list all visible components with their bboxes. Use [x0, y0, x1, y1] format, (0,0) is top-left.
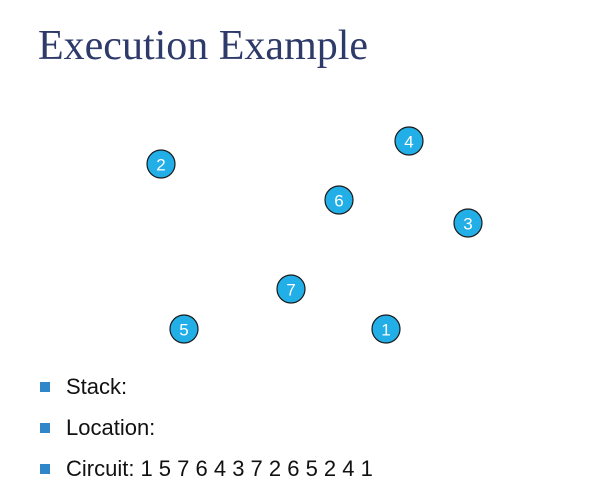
graph-node-label: 1: [381, 321, 390, 340]
graph-node-label: 5: [179, 321, 188, 340]
graph-node-4: 4: [394, 126, 424, 156]
bullet-label: Location:: [66, 414, 156, 440]
graph-node-label: 6: [334, 192, 343, 211]
graph-node-2: 2: [146, 149, 176, 179]
graph-node-7: 7: [276, 274, 306, 304]
bullet-label: Stack:: [66, 373, 128, 399]
graph-node-label: 4: [404, 133, 413, 152]
page-title: Execution Example: [38, 23, 369, 69]
graph-node-label: 2: [156, 156, 165, 175]
bullet-item-location: Location:: [40, 407, 373, 448]
square-bullet-icon: [40, 463, 50, 474]
graph-node-label: 7: [286, 281, 295, 300]
bullet-list: Stack: Location: Circuit: 1 5 7 6 4 3 7 …: [40, 366, 373, 489]
bullet-label: Circuit:: [66, 455, 135, 481]
graph-node-label: 3: [463, 215, 472, 234]
graph-node-6: 6: [324, 185, 354, 215]
square-bullet-icon: [40, 381, 50, 392]
square-bullet-icon: [40, 422, 50, 433]
graph-node-5: 5: [169, 314, 199, 344]
graph-node-1: 1: [371, 314, 401, 344]
bullet-value: 1 5 7 6 4 3 7 2 6 5 2 4 1: [140, 455, 373, 481]
graph-node-3: 3: [453, 208, 483, 238]
bullet-item-stack: Stack:: [40, 366, 373, 407]
bullet-item-circuit: Circuit: 1 5 7 6 4 3 7 2 6 5 2 4 1: [40, 448, 373, 489]
